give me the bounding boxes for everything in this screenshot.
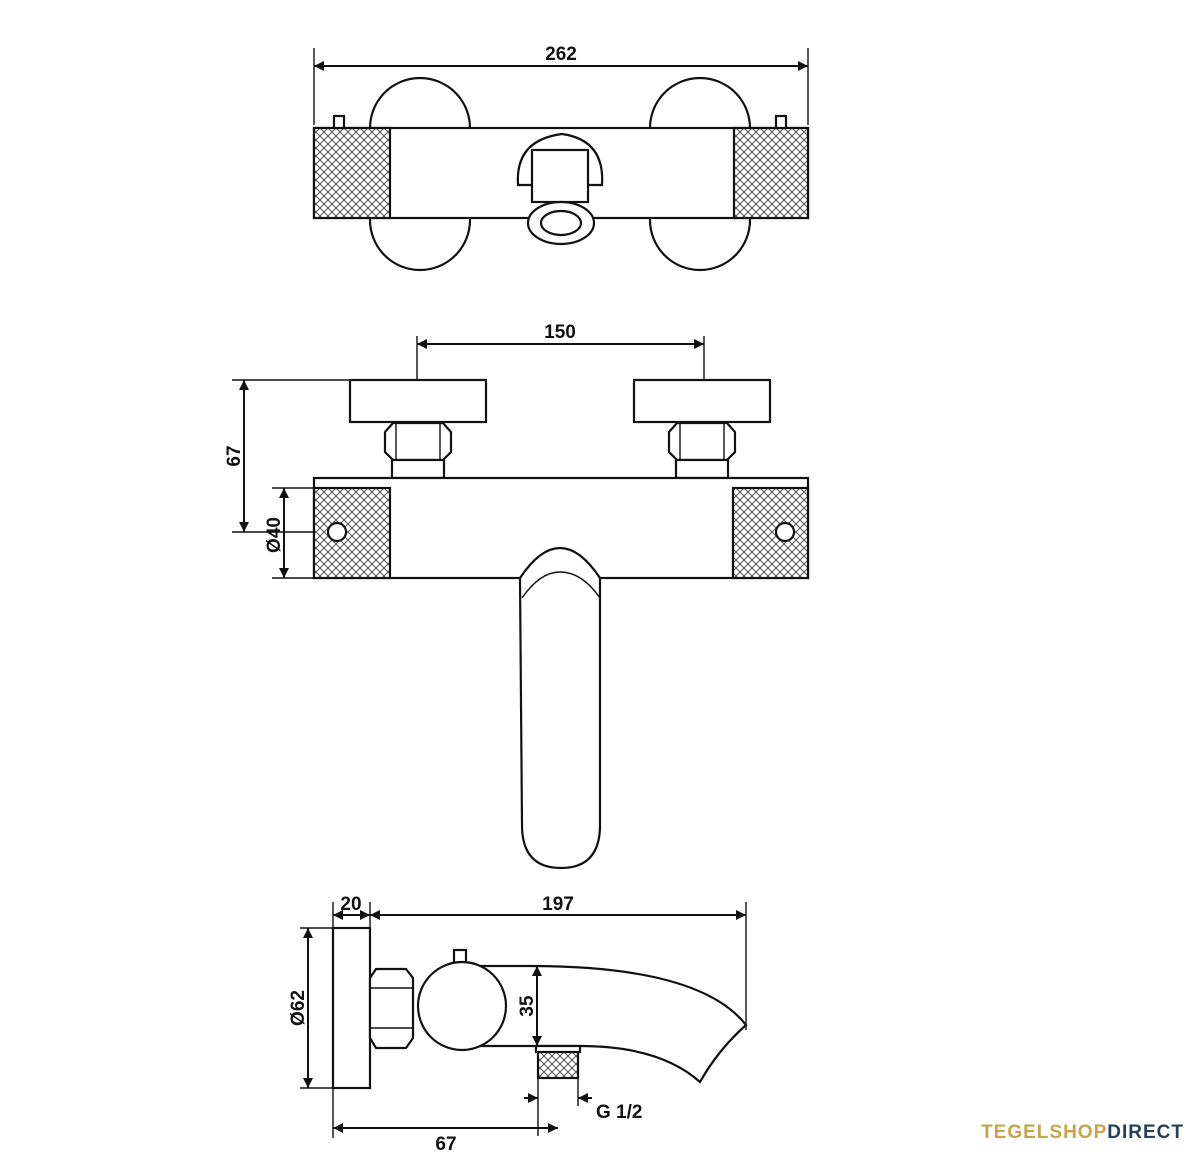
screw-hole-left xyxy=(326,521,348,543)
side-flange xyxy=(331,926,372,1090)
dim-label-20: 20 xyxy=(340,894,361,915)
brand-part2: DIRECT xyxy=(1107,1122,1184,1143)
thread-outlet xyxy=(536,1048,580,1080)
front-spout xyxy=(518,546,602,870)
screw-hole-right xyxy=(774,521,796,543)
side-view: 20 197 Ø62 35 G 1/2 67 xyxy=(288,894,748,1155)
dim-label-150: 150 xyxy=(544,322,576,343)
knurl-right xyxy=(732,126,810,220)
brand-part1: TEGELSHOP xyxy=(981,1122,1108,1143)
handle-right xyxy=(632,378,772,424)
pin-left xyxy=(332,114,346,130)
brand-logo: TEGELSHOPDIRECT xyxy=(981,1122,1184,1144)
front-view: 150 67 Ø40 xyxy=(224,322,810,870)
pin-right xyxy=(774,114,788,130)
nut-right xyxy=(667,421,737,462)
stem-left xyxy=(390,458,446,480)
top-spout-ring-inner xyxy=(539,209,583,237)
dim-label-262: 262 xyxy=(545,44,577,65)
side-nut xyxy=(368,967,415,1050)
front-knurl-right xyxy=(731,486,810,580)
knurl-left xyxy=(312,126,392,220)
front-knurl-left xyxy=(312,486,392,580)
side-spout xyxy=(448,964,748,1084)
dim-label-67-bottom: 67 xyxy=(435,1134,456,1155)
top-spout xyxy=(530,148,590,204)
dim-label-d62: Ø62 xyxy=(288,990,309,1026)
stem-right xyxy=(674,458,730,480)
dim-label-197: 197 xyxy=(542,894,574,915)
nut-left xyxy=(383,421,453,462)
dim-label-d40: Ø40 xyxy=(264,517,285,553)
dim-label-thread: G 1/2 xyxy=(596,1102,642,1123)
handle-left xyxy=(348,378,488,424)
side-body xyxy=(416,960,508,1052)
dim-label-67-vertical: 67 xyxy=(224,445,245,466)
top-view: 262 xyxy=(312,44,810,272)
dim-label-35: 35 xyxy=(517,995,538,1017)
thread-collar xyxy=(534,1044,582,1054)
